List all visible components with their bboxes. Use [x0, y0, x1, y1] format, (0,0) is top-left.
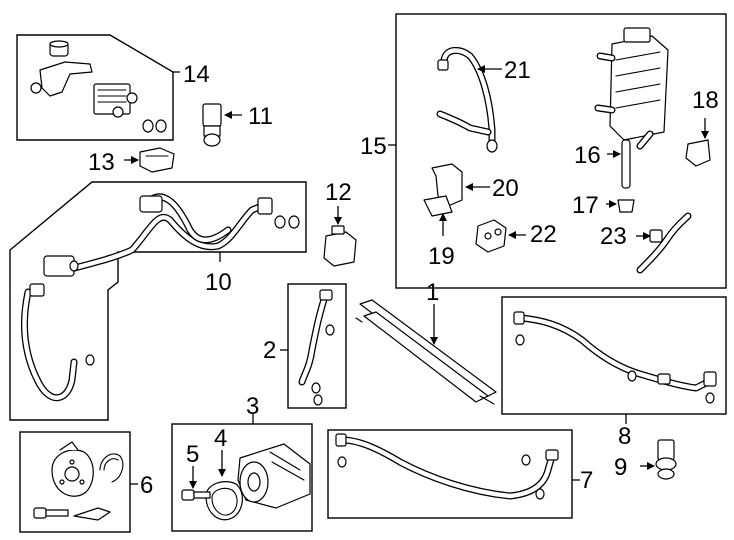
part-11-sensor — [202, 103, 242, 147]
callout-3: 3 — [246, 393, 259, 420]
callout-11: 11 — [248, 103, 273, 130]
callout-19: 19 — [428, 243, 455, 270]
callout-2: 2 — [263, 337, 276, 364]
callout-13: 13 — [88, 149, 115, 176]
group-3-box — [171, 414, 313, 532]
callout-15: 15 — [360, 133, 387, 160]
group-14-box — [16, 34, 180, 141]
callout-6: 6 — [140, 472, 153, 499]
callout-14: 14 — [183, 61, 210, 88]
group-6-box — [19, 431, 138, 533]
callout-22: 22 — [530, 221, 557, 248]
callout-21: 21 — [504, 57, 531, 84]
part-9-sensor — [640, 439, 677, 480]
group-8-box — [501, 296, 727, 424]
callout-4: 4 — [214, 425, 227, 452]
part-12-valve — [323, 206, 357, 267]
group-10-box — [9, 181, 307, 421]
group-15-box — [388, 13, 727, 289]
callout-1: 1 — [426, 279, 439, 306]
callout-10: 10 — [205, 269, 232, 296]
callout-23: 23 — [600, 223, 627, 250]
part-13-connector — [124, 147, 175, 173]
callout-8: 8 — [618, 423, 631, 450]
callout-20: 20 — [492, 175, 519, 202]
callout-16: 16 — [574, 142, 601, 169]
part-1-condenser — [355, 299, 497, 405]
callout-9: 9 — [614, 454, 627, 481]
group-7-box — [327, 429, 580, 519]
group-2-box — [280, 283, 347, 409]
callout-5: 5 — [186, 441, 199, 468]
callout-18: 18 — [692, 87, 719, 114]
callout-12: 12 — [325, 179, 352, 206]
callout-17: 17 — [572, 192, 599, 219]
callout-7: 7 — [580, 467, 593, 494]
